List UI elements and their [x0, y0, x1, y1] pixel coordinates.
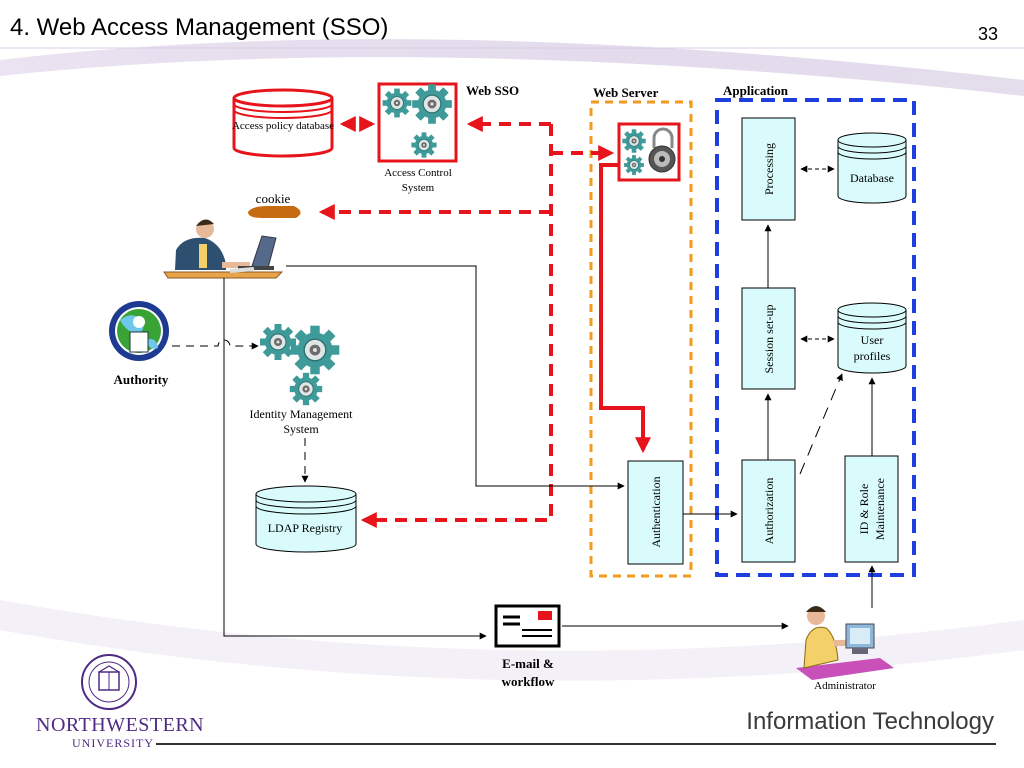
gear-icon	[382, 88, 412, 118]
padlock-icon	[648, 127, 676, 173]
university-name: NORTHWESTERN	[36, 714, 205, 736]
email-label-1: E-mail &	[502, 656, 554, 671]
session-setup-box: Session set-up	[741, 287, 796, 390]
footer-swoosh	[0, 600, 1024, 681]
cookie-label: cookie	[256, 191, 291, 206]
application-label: Application	[723, 83, 789, 98]
stamp-icon	[538, 611, 552, 620]
ldap-label: LDAP Registry	[268, 521, 343, 535]
session-setup-label: Session set-up	[762, 305, 776, 374]
user-to-email-line	[223, 278, 487, 640]
idm-label-1: Identity Management	[250, 407, 354, 421]
ldap-registry: LDAP Registry	[255, 485, 357, 553]
application-container	[715, 98, 916, 577]
id-role-label-2: Maintenance	[873, 478, 887, 540]
user-to-authentication-line	[286, 265, 625, 490]
web-server-container	[589, 100, 693, 578]
idm-label-2: System	[283, 422, 319, 436]
id-role-maintenance-box: ID & Role Maintenance	[844, 455, 899, 563]
database-label: Database	[850, 171, 894, 185]
user-at-computer-icon	[163, 219, 284, 279]
agent-to-authentication-arrow	[599, 163, 651, 454]
authorization-label: Authorization	[762, 478, 776, 545]
gear-icon	[289, 372, 323, 406]
university-sub: UNIVERSITY	[72, 736, 154, 750]
processing-label: Processing	[762, 143, 776, 195]
authentication-label: Authentication	[649, 476, 663, 547]
authentication-box: Authentication	[627, 460, 684, 565]
database: Database	[837, 132, 907, 204]
access-policy-db-label: Access policy database	[232, 120, 334, 132]
web-server-agent	[617, 122, 681, 182]
access-control-label-2: System	[402, 182, 435, 194]
gear-icon	[411, 132, 437, 158]
access-control-label-1: Access Control	[384, 167, 452, 179]
title-swoosh	[0, 39, 1024, 96]
processing-box: Processing	[741, 117, 796, 221]
authority-to-idm-arrow	[172, 339, 259, 350]
northwestern-seal	[81, 654, 137, 710]
sso-redirect-arrows	[318, 116, 615, 528]
administrator: Administrator	[796, 606, 894, 692]
access-policy-database: Access policy database	[232, 88, 334, 158]
administrator-label: Administrator	[814, 680, 876, 692]
email-workflow: E-mail & workflow	[494, 604, 561, 689]
cookie: cookie	[248, 191, 301, 218]
authority-label: Authority	[114, 372, 169, 387]
application-arrows	[764, 165, 876, 608]
gear-icon	[411, 83, 453, 125]
gear-icon	[259, 323, 297, 361]
user-profiles-label-2: profiles	[854, 349, 891, 363]
gear-icon	[621, 128, 647, 154]
gear-icon	[623, 154, 645, 176]
user-profiles: User profiles	[837, 302, 907, 374]
gear-icon	[290, 325, 340, 375]
authorization-box: Authorization	[741, 459, 796, 563]
user-profiles-label-1: User	[861, 333, 884, 347]
slide-title: 4. Web Access Management (SSO)	[10, 14, 389, 41]
slide-number: 33	[977, 24, 998, 44]
web-sso-label: Web SSO	[466, 83, 519, 98]
web-server-label: Web Server	[593, 85, 659, 100]
id-role-label-1: ID & Role	[857, 484, 871, 535]
access-control-system: Access Control System	[377, 82, 458, 194]
department-label: Information Technology	[746, 708, 994, 735]
email-label-2: workflow	[502, 674, 555, 689]
authority: Authority	[109, 301, 169, 387]
identity-management-system: Identity Management System	[250, 323, 354, 436]
